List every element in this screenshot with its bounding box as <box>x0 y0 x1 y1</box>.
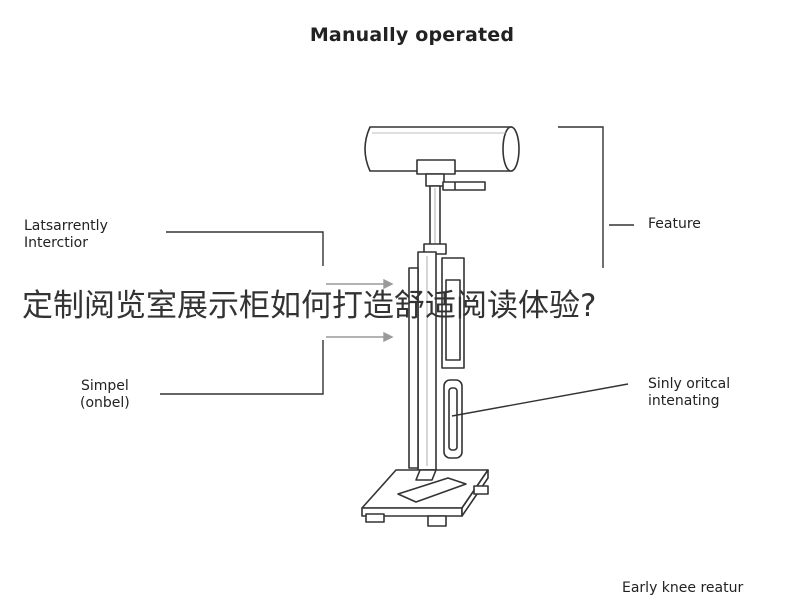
arrow-lower-head <box>383 331 394 343</box>
base-feet <box>365 485 489 527</box>
label-left-top: Latsarrently Interctior <box>24 218 108 252</box>
label-left-top-line1: Latsarrently <box>24 218 108 234</box>
label-right-bottom-line1: Sinly oritcal <box>648 376 731 392</box>
leader-left-top <box>166 231 324 266</box>
label-bottom-right: Early knee reatur <box>622 580 744 596</box>
label-right-top: Feature <box>648 216 701 232</box>
base-plate <box>361 469 489 517</box>
label-left-bottom-line1: Simpel <box>80 378 129 394</box>
outer-sleeve <box>408 267 419 469</box>
lower-lever <box>443 379 463 459</box>
label-left-bottom-line2: (onbel) <box>80 395 130 411</box>
label-right-bottom-line2: intenating <box>648 393 720 409</box>
leader-right-bottom <box>451 383 629 417</box>
side-rail <box>441 257 465 369</box>
leader-left-bottom <box>160 340 324 395</box>
label-right-bottom: Sinly oritcal intenating <box>648 376 730 410</box>
top-cylinder <box>364 126 520 172</box>
leader-top-right <box>558 126 604 268</box>
arrow-upper-head <box>383 278 394 290</box>
upper-shaft <box>429 185 441 247</box>
label-left-top-line2: Interctior <box>24 235 88 251</box>
diagram-title: Manually operated <box>309 24 515 46</box>
label-left-bottom: Simpel (onbel) <box>80 378 130 412</box>
overlay-caption: 定制阅览室展示柜如何打造舒适阅读体验? <box>22 288 597 324</box>
